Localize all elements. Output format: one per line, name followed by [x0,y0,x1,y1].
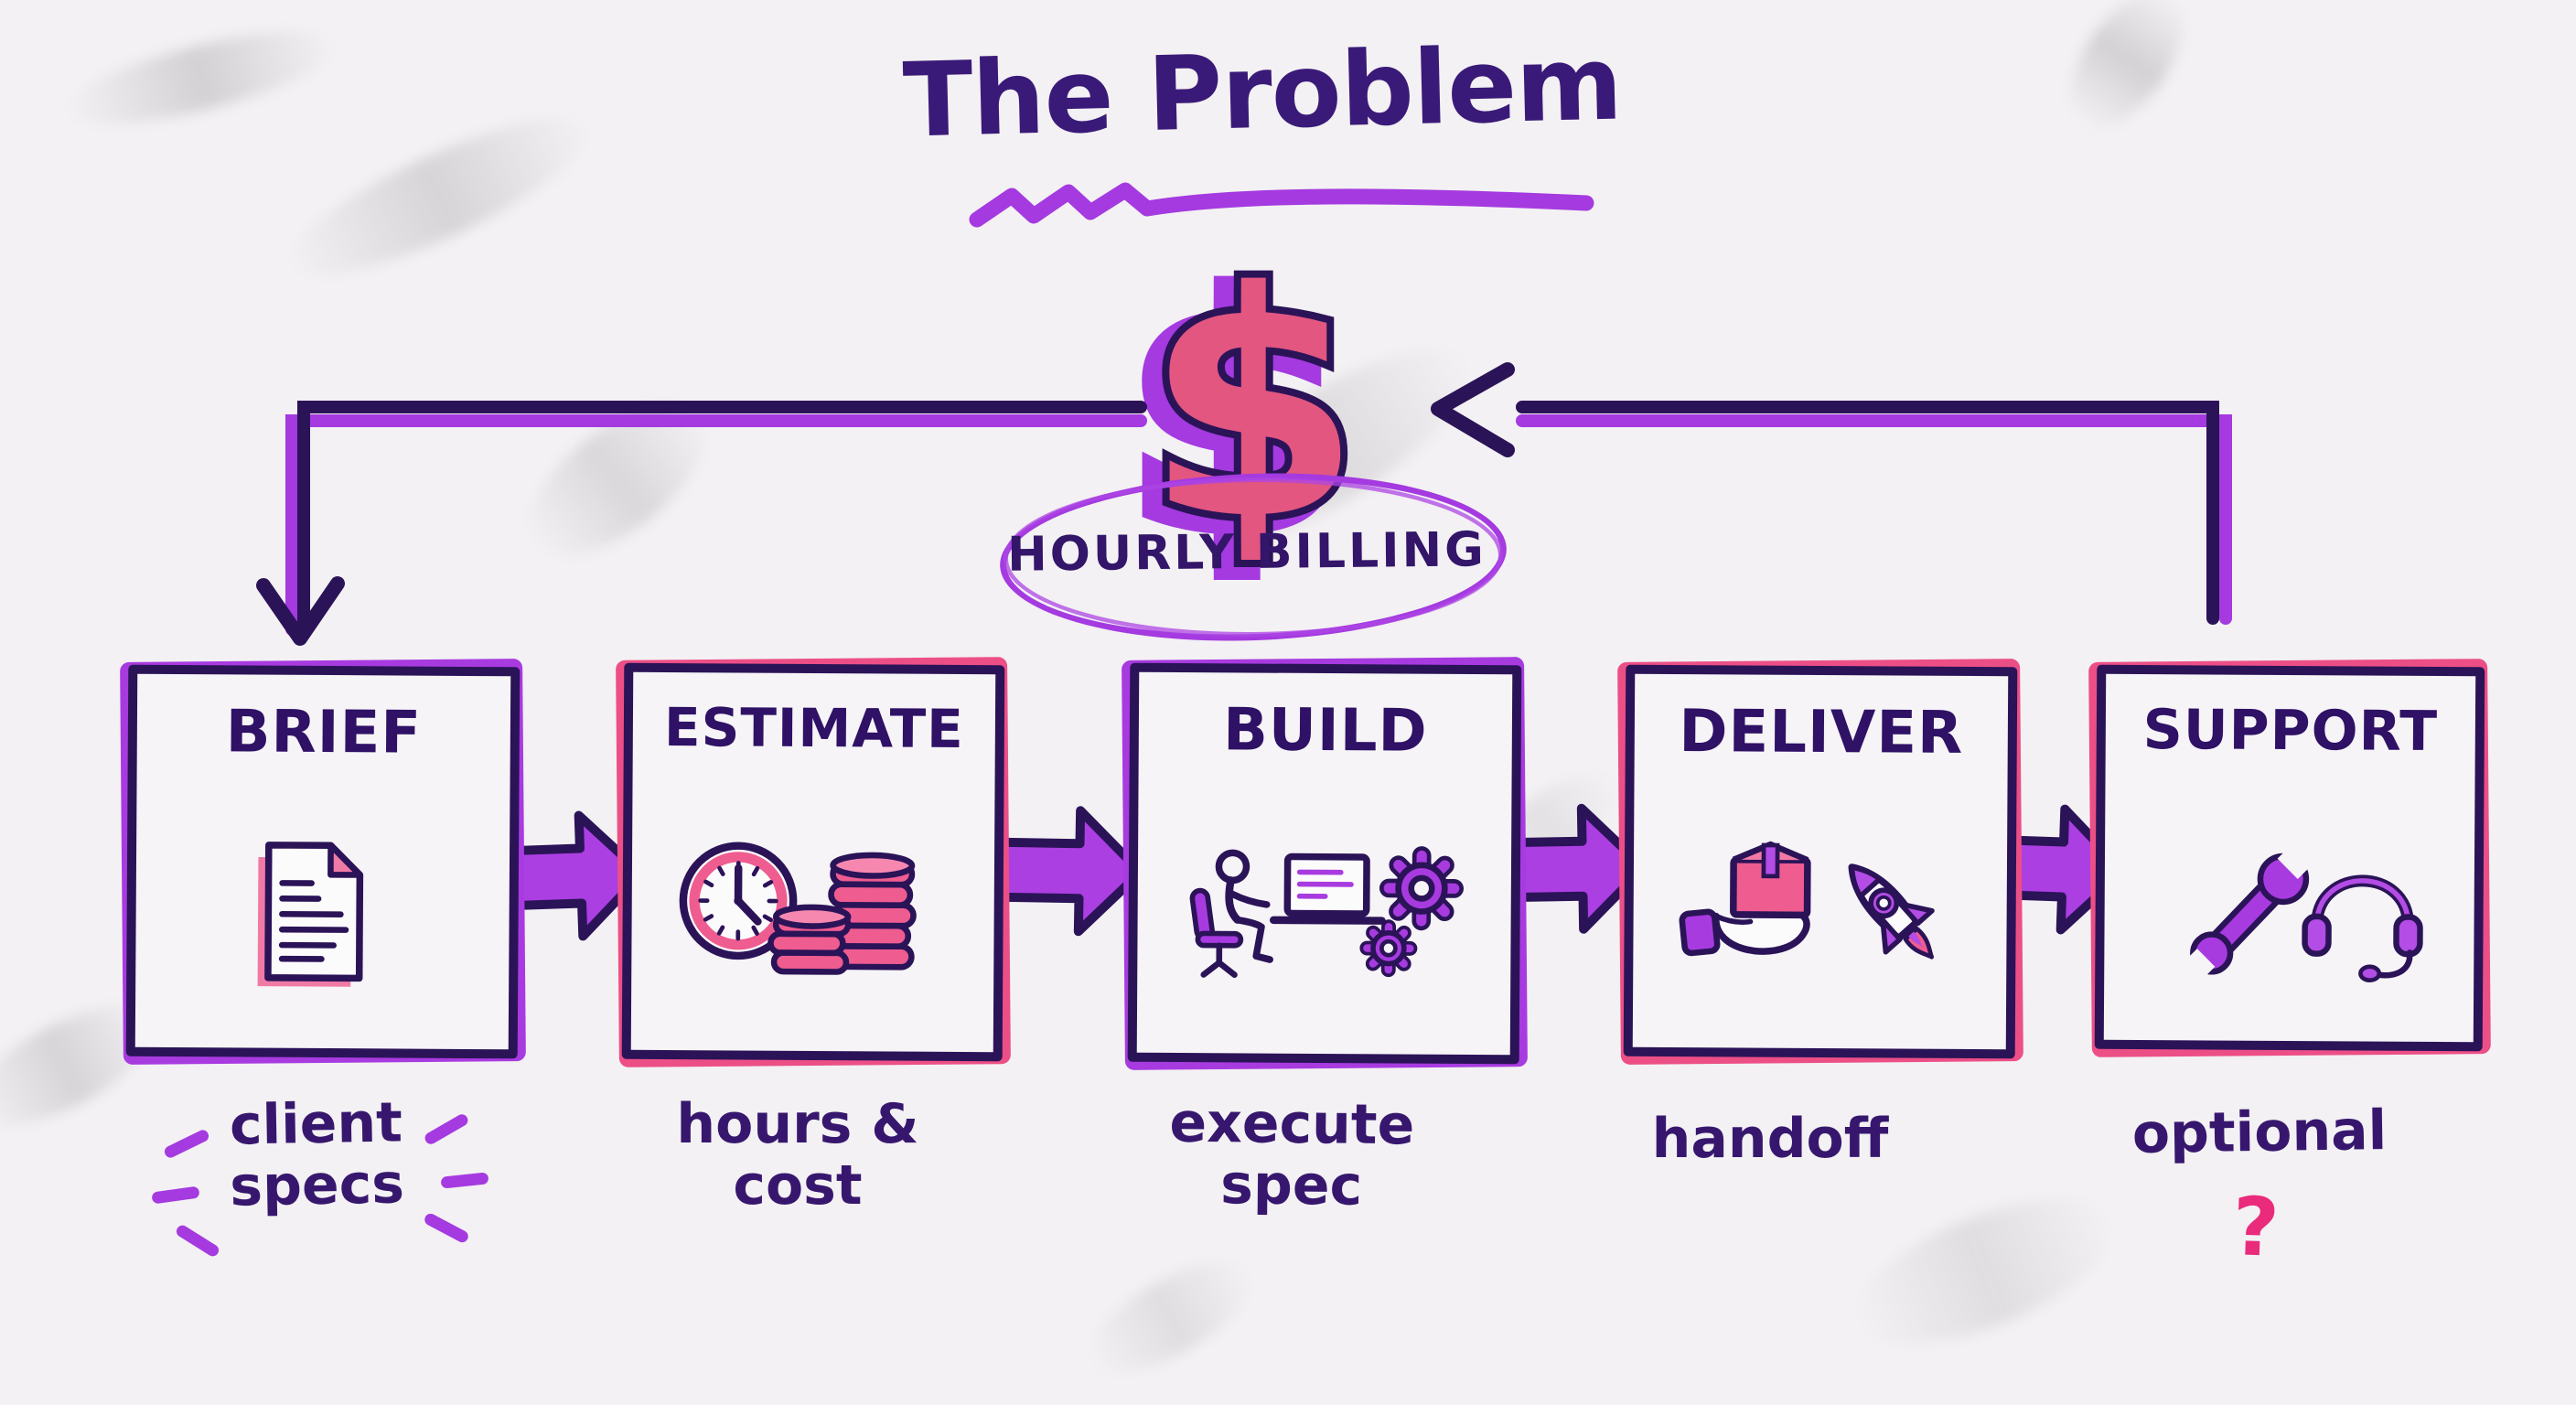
clock-icon [679,841,798,960]
loop-arrow-left [297,401,1147,636]
caption-build: execute spec [1169,1090,1415,1218]
title-underline-squiggle [969,182,1594,228]
step-title: ESTIMATE [663,696,965,761]
support-icons [2183,842,2423,982]
headset-icon [2302,874,2423,982]
box-border-inner: DELIVER [1623,664,2018,1059]
caption-brief: client specs [229,1090,405,1219]
step-box-support: SUPPORT [2088,659,2491,1057]
step-box-build: BUILD [1122,657,1528,1070]
caption-support: optional [2131,1099,2388,1166]
coin-stacks-icon [767,852,917,975]
arrowhead-left-icon [1431,362,1515,457]
developer-and-gears-icon [1189,846,1465,979]
rocket-icon [1848,863,1935,960]
document-icon [257,842,364,987]
clock-and-coins-icon [679,841,917,975]
caption-estimate: hours & cost [676,1092,919,1218]
step-title: DELIVER [1679,698,1964,767]
caption-deliver: handoff [1651,1107,1889,1171]
box-border-inner: BRIEF [125,664,521,1059]
flow-arrow-estimate-build [987,806,1145,937]
box-border-inner: ESTIMATE [621,662,1005,1062]
arrowhead-down-icon [256,576,345,646]
step-title: BUILD [1222,696,1428,766]
hourly-billing-label: HOURLY BILLING [1006,522,1487,583]
delivery-icons [1679,841,1935,960]
question-mark: ? [2230,1179,2281,1275]
loop-arrow-right [1516,401,2219,625]
developer-at-computer-icon [1189,849,1386,979]
step-title: SUPPORT [2142,698,2439,764]
step-box-deliver: DELIVER [1617,659,2023,1065]
loop-arrow-left-underlay [285,414,1147,636]
gears-icon [1359,846,1465,978]
step-box-brief: BRIEF [120,659,526,1065]
hand-holding-package-icon [1679,841,1811,957]
dollar-sign-shadow: $ [1129,235,1346,597]
step-title: BRIEF [225,698,423,767]
wrench-icon [2183,842,2315,981]
box-border-inner: SUPPORT [2094,664,2485,1052]
step-box-estimate: ESTIMATE [616,657,1011,1067]
box-border-inner: BUILD [1127,662,1522,1065]
loop-arrow-right-underlay [1516,414,2232,625]
